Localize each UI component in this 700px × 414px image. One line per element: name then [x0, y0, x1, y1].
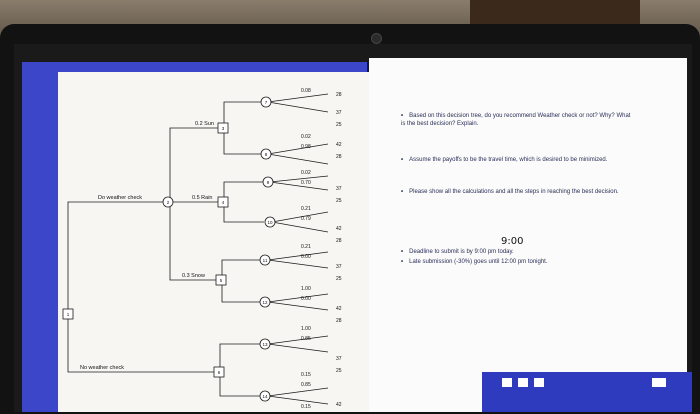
chance-node-8 — [260, 148, 272, 160]
payoff: 37 — [336, 264, 342, 270]
payoff: 42 — [336, 142, 342, 148]
chance-node-10 — [264, 216, 276, 228]
instruction-text: Please show all the calculations and all… — [409, 189, 619, 195]
probability: 0.98 — [301, 144, 311, 150]
toolbar-icon[interactable] — [502, 378, 512, 387]
instruction-text: Deadline to submit is by 9:00 pm today. — [409, 249, 514, 255]
instruction-late-submission: •Late submission (-30%) goes until 12:00… — [401, 259, 548, 265]
decision-node-4 — [217, 196, 229, 208]
node-label-14: 14 — [262, 394, 268, 399]
node-label-2: 2 — [167, 200, 170, 205]
forecast-snow-label: 0.3 Snow — [182, 273, 205, 279]
forecast-rain-label: 0.5 Rain — [192, 195, 213, 201]
slide-pane: 1 2 3 4 5 6 7 8 9 10 11 12 13 14 — [22, 62, 369, 412]
forecast-sun-label: 0.2 Sun — [195, 121, 214, 127]
probability: 1.00 — [301, 286, 311, 292]
node-label-12: 12 — [262, 300, 268, 305]
probability: 0.21 — [301, 206, 311, 212]
decision-node-1 — [62, 308, 74, 320]
node-label-13: 13 — [262, 342, 268, 347]
node-label-10: 10 — [267, 220, 273, 225]
node-label-7: 7 — [265, 100, 268, 105]
decision-node-3 — [217, 122, 229, 134]
payoff: 37 — [336, 186, 342, 192]
probability: 0.85 — [301, 336, 311, 342]
node-label-5: 5 — [220, 278, 223, 283]
decision-node-5 — [215, 274, 227, 286]
payoff: 25 — [336, 198, 342, 204]
probability: 0.00 — [301, 254, 311, 260]
toolbar-icon[interactable] — [534, 378, 544, 387]
payoff: 37 — [336, 356, 342, 362]
payoff: 37 — [336, 110, 342, 116]
payoff: 42 — [336, 402, 342, 408]
probability: 0.08 — [301, 88, 311, 94]
branch-label-no-weather-check: No weather check — [80, 365, 124, 371]
node-label-8: 8 — [265, 152, 268, 157]
instruction-text: Assume the payoffs to be the travel time… — [409, 157, 608, 163]
probability: 0.79 — [301, 216, 311, 222]
payoff: 28 — [336, 92, 342, 98]
probability: 0.00 — [301, 296, 311, 302]
chance-node-12 — [259, 296, 271, 308]
webcam — [371, 33, 382, 44]
branch-label-weather-check: Do weather check — [98, 195, 142, 201]
node-label-6: 6 — [218, 370, 221, 375]
instruction-deadline: •Deadline to submit is by 9:00 pm today. — [401, 249, 514, 255]
probability: 0.15 — [301, 404, 311, 410]
probability: 0.85 — [301, 382, 311, 388]
probability: 0.70 — [301, 180, 311, 186]
toolbar-icon[interactable] — [652, 378, 666, 387]
node-label-11: 11 — [263, 258, 268, 263]
chance-node-14 — [259, 390, 271, 402]
instruction-recommendation: •Based on this decision tree, do you rec… — [401, 113, 631, 127]
slide-toolbar — [482, 372, 692, 412]
probability: 0.02 — [301, 170, 311, 176]
node-label-9: 9 — [267, 180, 270, 185]
chance-node-2 — [162, 196, 174, 208]
payoff: 25 — [336, 122, 342, 128]
node-label-4: 4 — [222, 200, 225, 205]
payoff: 28 — [336, 238, 342, 244]
instruction-calculations: •Please show all the calculations and al… — [401, 189, 619, 195]
laptop-screen: 1 2 3 4 5 6 7 8 9 10 11 12 13 14 — [14, 44, 692, 412]
probability: 1.00 — [301, 326, 311, 332]
instruction-text: Late submission (-30%) goes until 12:00 … — [409, 259, 548, 265]
node-label-1: 1 — [67, 312, 70, 317]
instruction-text: Based on this decision tree, do you reco… — [401, 113, 631, 127]
payoff: 25 — [336, 368, 342, 374]
chance-node-7 — [260, 96, 272, 108]
decision-tree-diagram: 1 2 3 4 5 6 7 8 9 10 11 12 13 14 — [62, 88, 342, 410]
decision-node-6 — [213, 366, 225, 378]
chance-node-11 — [259, 254, 271, 266]
payoff: 42 — [336, 306, 342, 312]
toolbar-icon[interactable] — [518, 378, 528, 387]
payoff: 25 — [336, 276, 342, 282]
handwritten-time: 9:00 — [501, 236, 524, 247]
payoff: 28 — [336, 154, 342, 160]
payoff: 42 — [336, 226, 342, 232]
chance-node-9 — [262, 176, 274, 188]
probability: 0.21 — [301, 244, 311, 250]
node-label-3: 3 — [222, 126, 225, 131]
chance-node-13 — [259, 338, 271, 350]
instructions-panel: •Based on this decision tree, do you rec… — [369, 58, 687, 412]
probability: 0.02 — [301, 134, 311, 140]
payoff: 28 — [336, 318, 342, 324]
probability: 0.15 — [301, 372, 311, 378]
decision-tree-slide: 1 2 3 4 5 6 7 8 9 10 11 12 13 14 — [58, 72, 369, 412]
instruction-payoffs: •Assume the payoffs to be the travel tim… — [401, 157, 608, 163]
